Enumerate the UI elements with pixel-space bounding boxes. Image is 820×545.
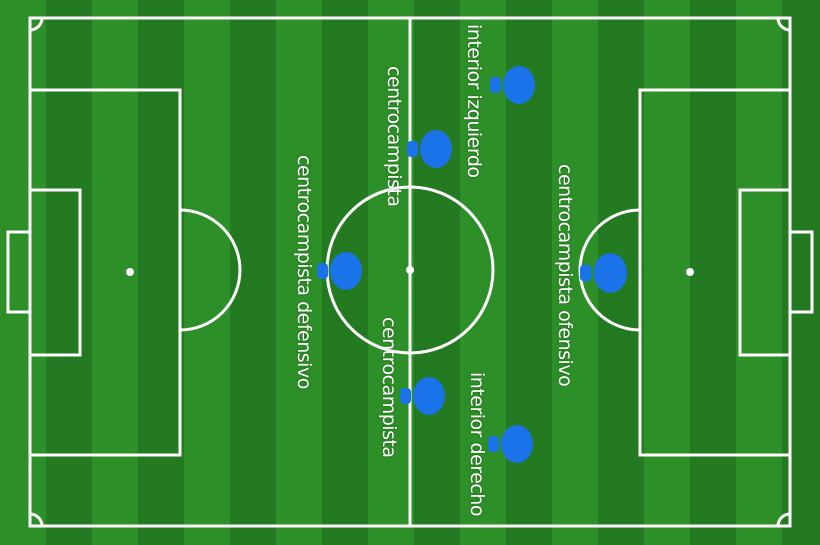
- player-interior-izquierdo: [490, 64, 536, 106]
- corner-arc-bottom-right: [776, 512, 791, 527]
- player-centrocampista-defensivo: [317, 250, 363, 292]
- center-spot: [406, 266, 414, 274]
- player-icon: [490, 66, 535, 104]
- corner-arc-top-right: [776, 17, 791, 32]
- player-label-centrocampista-ofensivo: centrocampista ofensivo: [554, 164, 576, 387]
- left-penalty-area: [28, 88, 182, 457]
- player-icon: [579, 253, 628, 293]
- player-centrocampista-top: [407, 128, 453, 170]
- player-label-interior-izquierdo: interior izquierdo: [463, 24, 485, 178]
- player-label-centrocampista-defensivo: centrocampista defensivo: [293, 155, 315, 389]
- corner-arc-top-left: [29, 17, 44, 32]
- player-label-interior-derecho: interior derecho: [466, 372, 488, 516]
- player-interior-derecho: [488, 423, 534, 465]
- right-goal-area: [738, 188, 792, 357]
- player-icon: [317, 252, 362, 290]
- player-centrocampista-bottom: [400, 375, 446, 417]
- player-label-centrocampista-bottom: centrocampista: [378, 317, 400, 458]
- corner-arc-bottom-left: [29, 512, 44, 527]
- left-penalty-arc: [179, 208, 242, 332]
- player-icon: [488, 425, 533, 463]
- left-goal-area: [28, 188, 82, 357]
- right-penalty-spot: [686, 268, 694, 276]
- player-icon: [407, 130, 452, 168]
- right-goal: [788, 230, 814, 314]
- player-label-centrocampista-top: centrocampista: [383, 66, 405, 207]
- left-penalty-spot: [126, 268, 134, 276]
- player-centrocampista-ofensivo: [576, 251, 628, 293]
- player-icon: [400, 377, 445, 415]
- left-goal: [6, 230, 32, 314]
- right-penalty-area: [638, 88, 792, 457]
